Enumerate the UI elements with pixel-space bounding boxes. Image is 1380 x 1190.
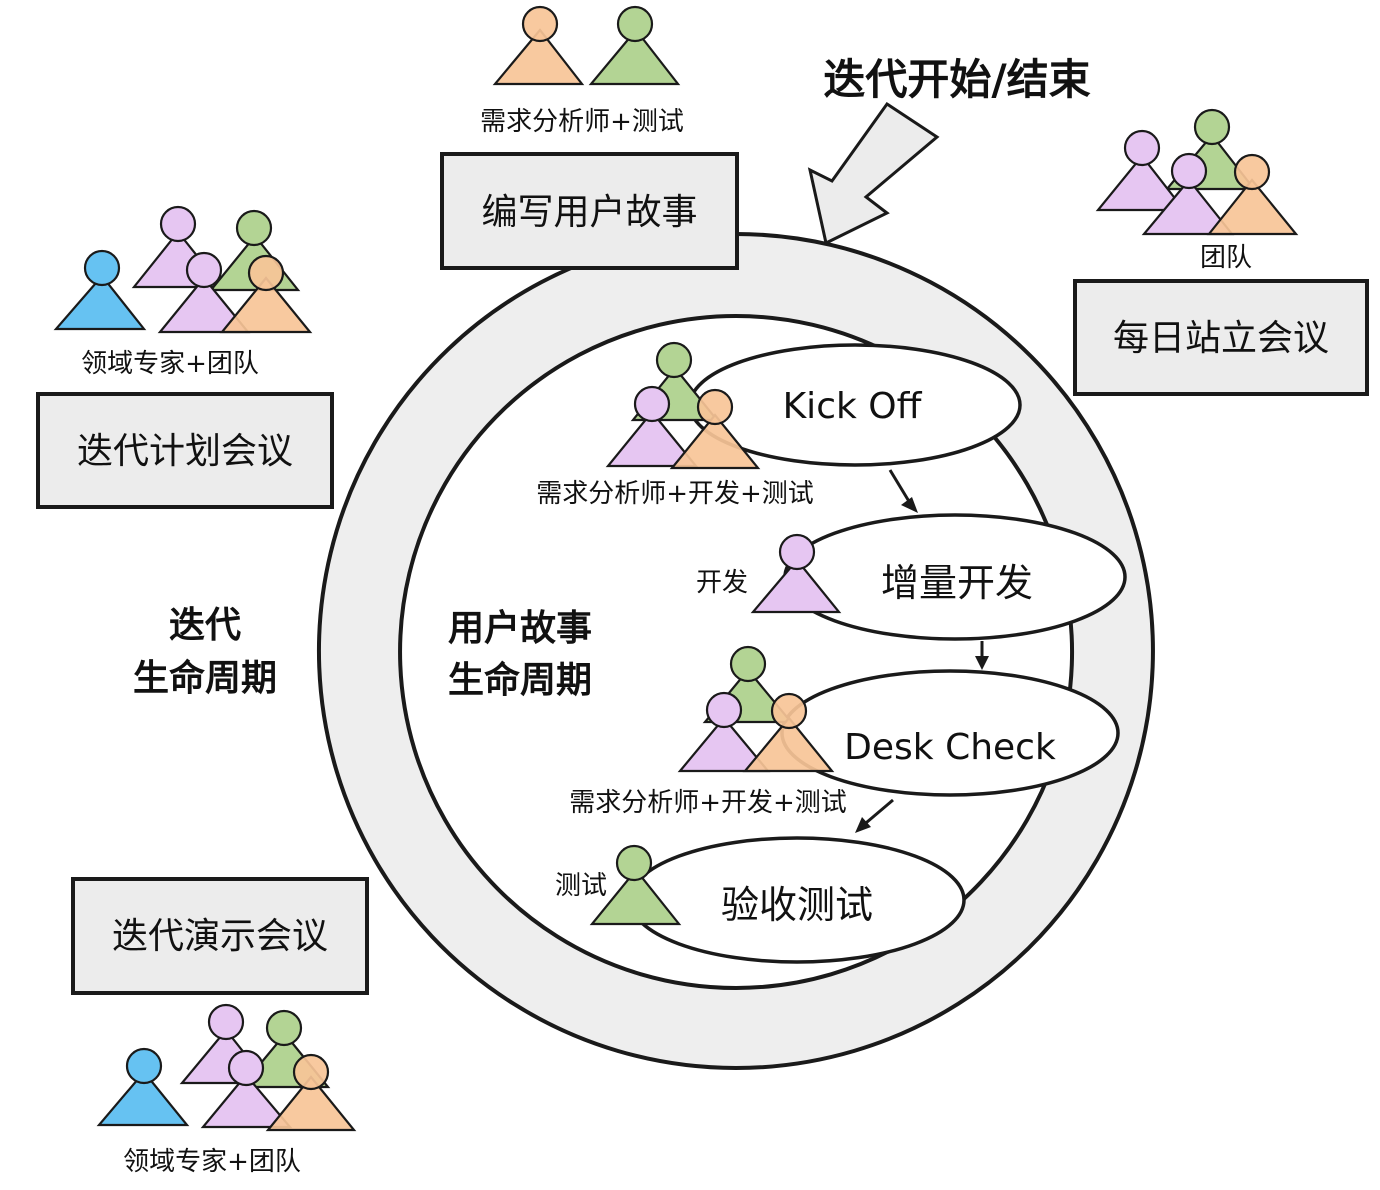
story-writing-box: [440, 152, 739, 270]
step-acceptance-test-label: 验收测试: [721, 883, 873, 927]
story-writing-label: 编写用户故事: [481, 192, 697, 233]
iteration-planning-box: [36, 392, 334, 509]
inner-cycle-label-line2: 生命周期: [448, 659, 592, 701]
daily-standup-participants: 团队: [1200, 243, 1252, 273]
desk-check-participants: 需求分析师+开发+测试: [569, 788, 847, 818]
step-kickoff-label: Kick Off: [783, 386, 923, 427]
iteration-demo-participants: 领域专家+团队: [123, 1147, 301, 1177]
story-writing-participants: 需求分析师+测试: [480, 107, 684, 137]
flow-arrows: [855, 469, 989, 833]
incremental-dev-participants: 开发: [696, 568, 748, 598]
iteration-planning-people-icon: [53, 205, 313, 334]
step-desk-check-label: Desk Check: [844, 727, 1056, 768]
iteration-start-arrow: [807, 101, 940, 246]
iteration-demo-label: 迭代演示会议: [112, 916, 328, 957]
daily-standup-team-icon: [1095, 108, 1299, 236]
iteration-start-end-title: 迭代开始/结束: [823, 55, 1090, 104]
daily-standup-label: 每日站立会议: [1113, 318, 1329, 359]
daily-standup-box: [1073, 279, 1369, 396]
outer-cycle-label-line2: 生命周期: [133, 657, 277, 699]
iteration-demo-people-icon: [96, 1003, 357, 1132]
developer-icon: [750, 533, 842, 614]
iteration-demo-box: [71, 877, 369, 995]
desk-check-people-icon: [677, 645, 835, 773]
iteration-planning-label: 迭代计划会议: [77, 431, 293, 472]
acceptance-test-participants: 测试: [555, 871, 607, 901]
kickoff-people-icon: [605, 341, 761, 470]
kickoff-participants: 需求分析师+开发+测试: [536, 479, 814, 509]
iteration-lifecycle-ring: [317, 232, 1155, 1070]
story-writing-people-icon: [492, 5, 681, 86]
iteration-planning-participants: 领域专家+团队: [81, 349, 259, 379]
step-incremental-dev-label: 增量开发: [881, 561, 1033, 605]
tester-icon: [589, 844, 682, 926]
inner-cycle-label-line1: 用户故事: [448, 608, 592, 649]
outer-cycle-label-line1: 迭代: [169, 605, 241, 646]
